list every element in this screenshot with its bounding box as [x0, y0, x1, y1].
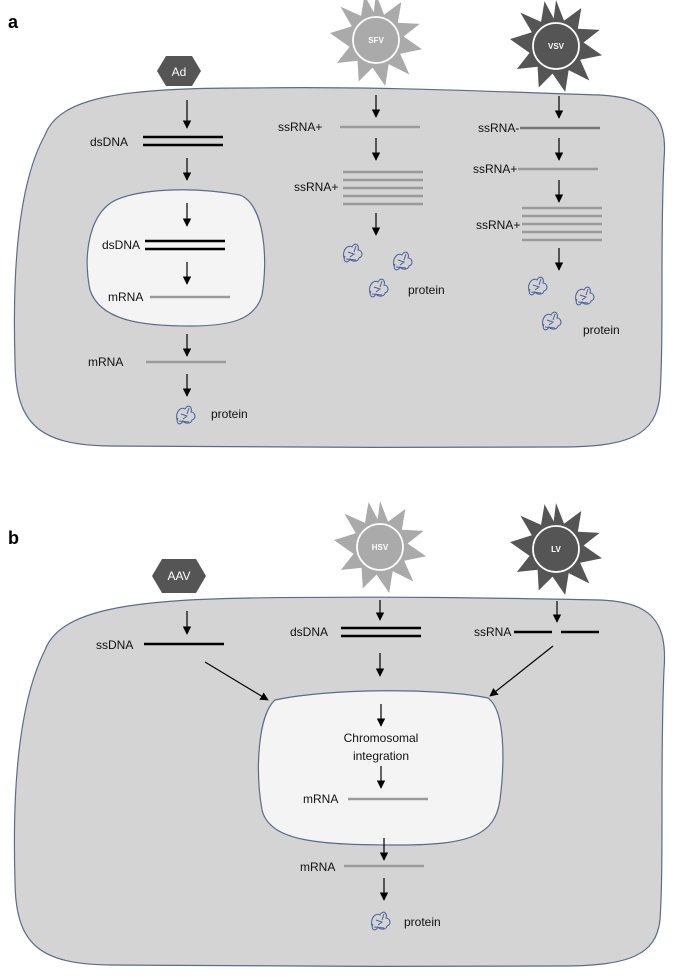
sfv-spiky-virus-icon	[330, 0, 422, 87]
vsv-ssrna-neg-label: ssRNA-	[478, 121, 519, 135]
vsv-ssrna-pos-multi-label: ssRNA+	[476, 218, 520, 232]
vsv-spiky-virus-icon	[510, 0, 602, 93]
virus-label-hsv: HSV	[372, 543, 389, 552]
integration-label-line1: Chromosomal	[344, 731, 419, 745]
virus-label-aav: AAV	[167, 569, 190, 583]
lv-spiky-virus-icon	[510, 503, 602, 595]
panel-a-label: a	[8, 12, 19, 32]
hsv-spiky-virus-icon	[334, 501, 426, 593]
ad-nuc-mrna-label: mRNA	[108, 290, 143, 304]
arrow-diagonal-icon	[204, 661, 269, 701]
aav-ssdna-label: ssDNA	[96, 638, 133, 652]
aav-hexagon-virus-icon	[152, 559, 206, 593]
sfv-protein-label: protein	[408, 283, 445, 297]
hsv-dsdna-label: dsDNA	[290, 625, 328, 639]
virus-label-sfv: SFV	[368, 36, 384, 45]
ad-hexagon-virus-icon	[157, 56, 201, 86]
virus-label-lv: LV	[551, 545, 561, 554]
arrow-diagonal-icon	[489, 645, 554, 697]
integration-label-line2: integration	[353, 749, 409, 763]
ad-nucleus	[86, 189, 266, 327]
b-protein-label: protein	[404, 915, 441, 929]
vsv-protein-label: protein	[583, 323, 620, 337]
ad-dsdna-label: dsDNA	[90, 135, 128, 149]
vsv-ssrna-pos-label: ssRNA+	[473, 162, 517, 176]
virus-label-ad: Ad	[172, 65, 187, 79]
lv-ssrna-label: ssRNA	[474, 625, 511, 639]
b-nuc-mrna-label: mRNA	[303, 792, 338, 806]
ad-nuc-dsdna-label: dsDNA	[102, 238, 140, 252]
panel-b-label: b	[8, 528, 19, 548]
sfv-ssrna-pos-multi-label: ssRNA+	[294, 180, 338, 194]
ad-mrna-label: mRNA	[88, 355, 123, 369]
ad-protein-label: protein	[211, 407, 248, 421]
sfv-ssrna-pos-label: ssRNA+	[278, 120, 322, 134]
panel-a-cell	[13, 87, 666, 449]
virus-label-vsv: VSV	[548, 42, 565, 51]
b-mrna-label: mRNA	[300, 860, 335, 874]
